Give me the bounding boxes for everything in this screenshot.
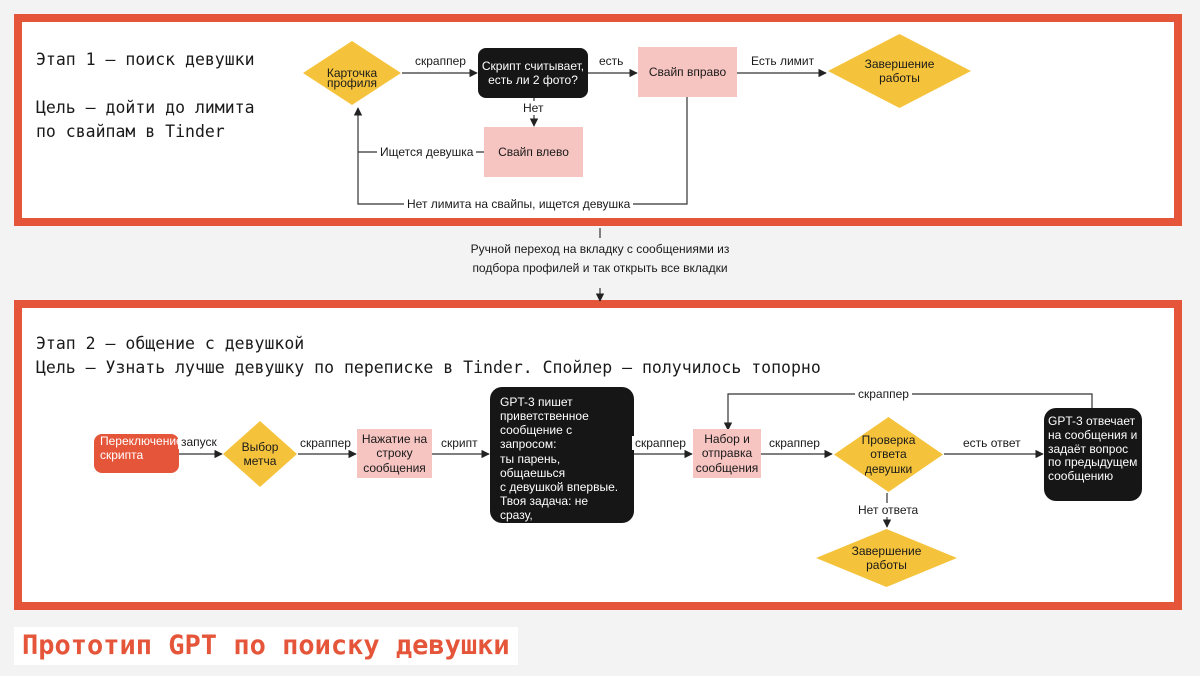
edge-label-searching: Ищется девушка (377, 145, 477, 159)
node-switch-script: Переключение скрипта (94, 434, 183, 473)
edge-label-yes: есть (596, 54, 627, 68)
node-text: ты парень, общаешься (500, 451, 566, 480)
edge-label-no: Нет (520, 101, 547, 115)
edge-label-scraper-1: скраппер (297, 436, 354, 450)
node-text: отправка (701, 446, 753, 461)
node-text: есть ли 2 фото? (488, 73, 578, 87)
node-text: строку (376, 446, 413, 461)
node-text: Свайп влево (498, 144, 569, 159)
node-profile-card: Карточка профиля (302, 40, 402, 106)
node-text: Набор и (704, 431, 750, 446)
node-text: ответа (870, 447, 907, 462)
stage1-heading: Этап 1 — поиск девушки (36, 50, 255, 69)
node-text: профиля (327, 76, 377, 90)
stage1-goal-line2: по свайпам в Tinder (36, 122, 225, 141)
node-text: Твоя задача: не сразу, (500, 494, 589, 523)
stage2-goal: Цель — Узнать лучше девушку по переписке… (36, 358, 821, 377)
page-title: Прототип GPT по поиску девушки (14, 627, 518, 665)
node-text: сообщения (695, 460, 759, 475)
node-text: GPT-3 отвечает (1048, 414, 1136, 428)
node-text: Завершение (864, 56, 935, 71)
node-text: Скрипт считывает, (481, 58, 585, 73)
node-text: сообщение с запросом: (500, 423, 573, 452)
node-text: Завершение (851, 543, 922, 558)
edge-label-scraper: скраппер (412, 54, 469, 68)
node-text: скрипта (100, 448, 144, 463)
diamond-shape (816, 529, 957, 587)
diamond-shape (223, 421, 297, 487)
node-text: метча (243, 454, 277, 468)
edge-label-launch: запуск (178, 435, 220, 449)
node-swipe-right: Свайп вправо (638, 47, 737, 97)
node-text: приветственное (500, 409, 589, 424)
node-gpt-reply: GPT-3 отвечает на сообщения и задаёт воп… (1044, 408, 1142, 501)
node-choose-match: Выбор метча (222, 420, 298, 488)
node-type-send: Набор и отправка сообщения (693, 429, 761, 478)
stage1-frame (14, 14, 1182, 226)
edge-label-scraper-3: скраппер (766, 436, 823, 450)
node-text: GPT-3 пишет (500, 395, 573, 409)
node-press-field: Нажатие на строку сообщения (357, 429, 432, 478)
node-text: по предыдущем (1048, 455, 1138, 470)
node-text: Проверка (861, 432, 916, 447)
node-finish-2: Завершение работы (815, 528, 958, 588)
node-text: Свайп вправо (648, 64, 727, 79)
stage1-goal-line1: Цель — дойти до лимита (36, 98, 255, 117)
edge-label-scraper-loop: скраппер (855, 387, 912, 401)
node-text: с девушкой впервые. (500, 479, 619, 494)
diamond-shape (303, 41, 401, 105)
node-text: но пригласить на (500, 522, 596, 537)
node-gpt-greeting: GPT-3 пишет приветственное сообщение с з… (490, 387, 634, 551)
node-check-reply: Проверка ответа девушки (833, 416, 944, 493)
node-text: на сообщения и (1048, 427, 1138, 442)
node-text: свидание (500, 536, 553, 551)
node-text: работы (879, 71, 920, 85)
stage2-heading: Этап 2 — общение с девушкой (36, 334, 305, 353)
node-text: сообщения (363, 460, 426, 475)
node-text: Нажатие на (361, 431, 428, 446)
node-text: задаёт вопрос (1048, 441, 1129, 456)
node-swipe-left: Свайп влево (484, 127, 583, 177)
node-text: работы (866, 558, 907, 572)
diamond-shape (828, 34, 971, 108)
node-text: Выбор (241, 439, 279, 454)
edge-label-scraper-2: скраппер (632, 436, 689, 450)
node-text: девушки (864, 461, 913, 476)
edge-label-script: скрипт (438, 436, 481, 450)
node-text: Переключение (100, 434, 183, 448)
edge-label-no-limit: Нет лимита на свайпы, ищется девушка (404, 197, 634, 211)
transfer-note: Ручной переход на вкладку с сообщениями … (470, 240, 730, 278)
edge-label-no-reply: Нет ответа (855, 503, 922, 517)
node-finish-1: Завершение работы (827, 33, 972, 109)
node-script-reads: Скрипт считывает, есть ли 2 фото? (478, 48, 588, 98)
node-text: сообщению (1048, 469, 1114, 484)
node-text: Карточка (326, 65, 378, 80)
edge-label-has-reply: есть ответ (960, 436, 1024, 450)
diamond-shape (834, 417, 943, 492)
edge-label-has-limit: Есть лимит (748, 54, 818, 68)
